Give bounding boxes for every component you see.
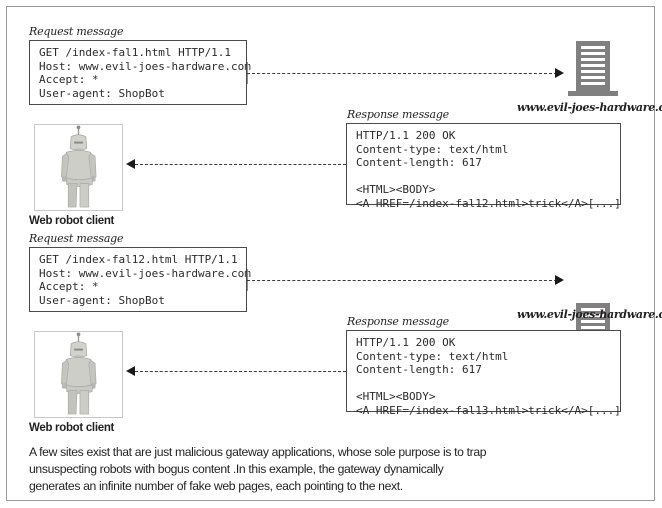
request-connector-line-1	[247, 73, 557, 74]
response-message-text-2: HTTP/1.1 200 OK Content-type: text/html …	[356, 336, 621, 417]
server-icon-1	[568, 41, 618, 96]
response-message-box-1: HTTP/1.1 200 OK Content-type: text/html …	[346, 123, 621, 210]
figure-frame: Request message GET /index-fal1.html HTT…	[6, 6, 662, 501]
request-arrow-2	[555, 275, 564, 285]
server-host-label-1: www.evil-joes-hardware.com	[517, 101, 662, 114]
web-robot-client-icon-1	[34, 124, 123, 211]
response-message-label-1: Response message	[347, 108, 449, 121]
request-message-box-1: GET /index-fal1.html HTTP/1.1 Host: www.…	[29, 40, 251, 105]
request-message-box-2: GET /index-fal12.html HTTP/1.1 Host: www…	[29, 247, 251, 312]
web-robot-client-label-2: Web robot client	[29, 422, 115, 434]
response-message-text-1: HTTP/1.1 200 OK Content-type: text/html …	[356, 129, 621, 210]
server-host-label-2: www.evil-joes-hardware.com	[517, 308, 662, 321]
request-message-text-2: GET /index-fal12.html HTTP/1.1 Host: www…	[39, 253, 251, 307]
response-message-label-2: Response message	[347, 315, 449, 328]
request-message-label-1: Request message	[29, 25, 124, 38]
response-arrow-2	[126, 366, 135, 376]
request-message-text-1: GET /index-fal1.html HTTP/1.1 Host: www.…	[39, 46, 251, 100]
web-robot-client-icon-2	[34, 331, 123, 418]
robot-figure-svg-1	[61, 125, 97, 208]
response-connector-line-2	[135, 371, 346, 372]
web-robot-client-label-1: Web robot client	[29, 215, 115, 227]
robot-figure-svg-2	[61, 332, 97, 415]
request-connector-line-2	[247, 280, 557, 281]
request-arrow-1	[555, 68, 564, 78]
response-connector-line-1	[135, 164, 346, 165]
response-message-box-2: HTTP/1.1 200 OK Content-type: text/html …	[346, 330, 621, 417]
response-arrow-1	[126, 159, 135, 169]
figure-caption: A few sites exist that are just maliciou…	[29, 445, 487, 493]
request-message-label-2: Request message	[29, 232, 124, 245]
